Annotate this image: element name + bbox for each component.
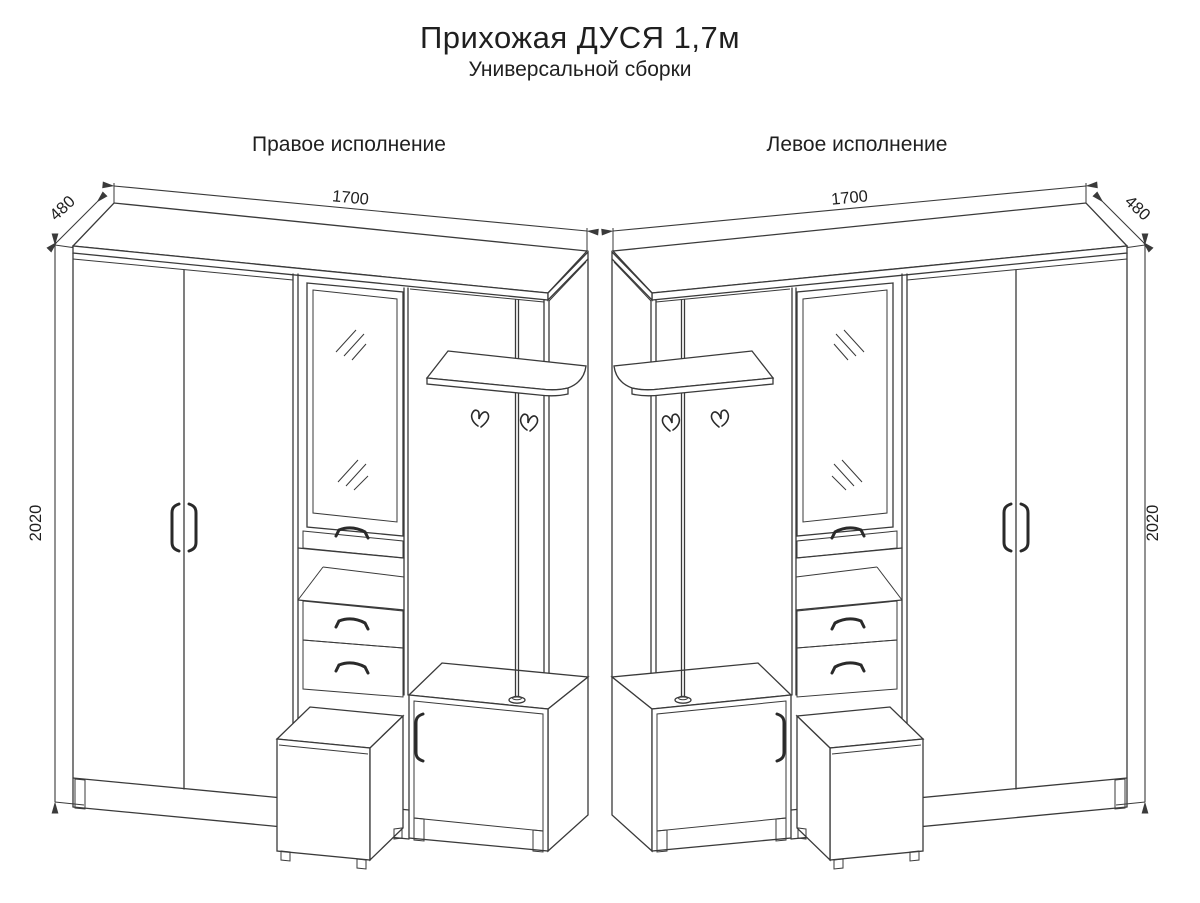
lower-cabinet xyxy=(407,662,590,853)
top-cornice xyxy=(71,202,589,302)
drawer-handle xyxy=(334,617,370,631)
mirror-column xyxy=(297,282,409,698)
niche xyxy=(297,547,405,611)
page-subtitle: Универсальной сборки xyxy=(468,58,692,81)
coat-hook-icon xyxy=(470,409,490,428)
variant-left-label: Левое исполнение xyxy=(766,133,948,156)
drawer-handle xyxy=(334,661,370,675)
mirror-frame xyxy=(306,282,404,537)
variant-left-drawing xyxy=(612,183,1149,869)
pouf xyxy=(275,706,405,870)
page-title: Прихожая ДУСЯ 1,7м xyxy=(419,20,741,55)
door-handle xyxy=(187,502,198,553)
open-section xyxy=(409,258,589,707)
coat-hook-icon xyxy=(519,413,539,432)
drawer xyxy=(302,639,404,698)
wardrobe xyxy=(72,252,299,808)
variant-right-label: Правое исполнение xyxy=(252,133,446,156)
dim-width-left-version: 1700 xyxy=(830,187,868,208)
wall-shelf xyxy=(425,350,587,397)
dim-width-right-version: 1700 xyxy=(331,187,369,208)
door-handle xyxy=(170,502,181,553)
mirror-glass xyxy=(312,289,398,523)
variant-right-drawing xyxy=(46,181,599,870)
dimension-lines xyxy=(46,181,599,814)
dim-height-right-version: 2020 xyxy=(27,505,45,542)
dim-depth-left-version: 480 xyxy=(1121,192,1153,224)
dim-height-left-version: 2020 xyxy=(1144,505,1162,542)
dim-depth-right-version: 480 xyxy=(46,192,78,224)
mirror-shine xyxy=(335,329,369,491)
